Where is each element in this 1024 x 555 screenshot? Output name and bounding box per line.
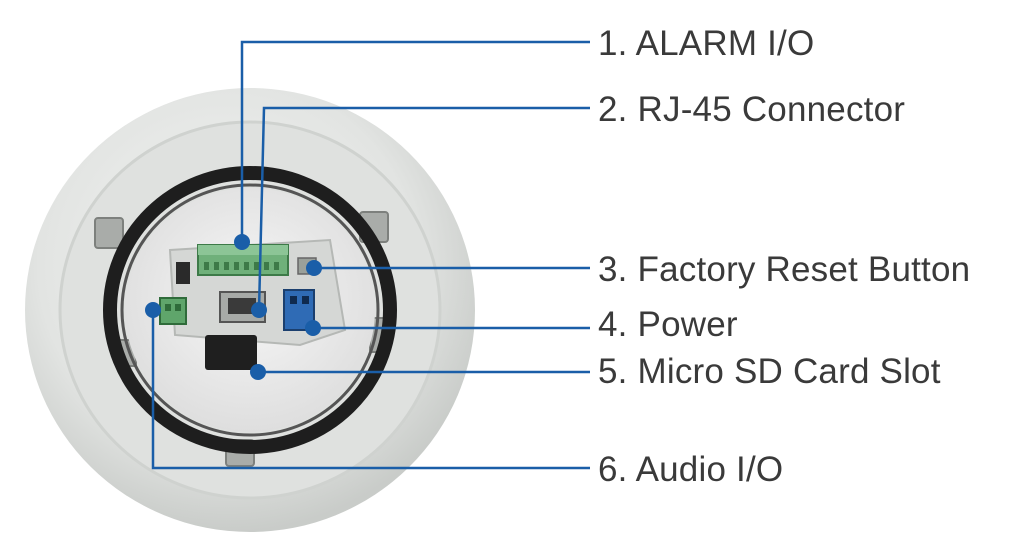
dot-power	[305, 320, 321, 336]
callout-text: Factory Reset Button	[637, 250, 971, 289]
dot-rj45	[251, 302, 267, 318]
callout-text: Micro SD Card Slot	[637, 352, 941, 391]
dot-sd	[250, 364, 266, 380]
callout-number: 1.	[598, 24, 628, 63]
callout-audio-io: 6. Audio I/O	[598, 450, 783, 490]
callout-rj45: 2. RJ-45 Connector	[598, 90, 905, 130]
leader-line-rj45	[257, 106, 590, 311]
leader-line-alarm	[240, 40, 590, 242]
dot-audio	[145, 302, 161, 318]
callout-number: 4.	[598, 305, 628, 344]
callout-text: ALARM I/O	[635, 24, 815, 63]
callout-micro-sd: 5. Micro SD Card Slot	[598, 352, 941, 392]
leader-dots	[145, 234, 322, 380]
dot-reset	[306, 260, 322, 276]
callout-number: 3.	[598, 250, 628, 289]
audio-terminal	[159, 297, 187, 325]
micro-sd-slot	[205, 335, 257, 370]
black-ring	[103, 166, 397, 454]
dot-alarm	[234, 234, 250, 250]
callout-number: 5.	[598, 352, 628, 391]
callout-text: Power	[637, 305, 738, 344]
callout-number: 6.	[598, 450, 628, 489]
callout-alarm-io: 1. ALARM I/O	[598, 24, 814, 64]
callout-number: 2.	[598, 90, 628, 129]
black-ring-inner-edge	[120, 183, 380, 437]
callout-power: 4. Power	[598, 305, 738, 345]
black-component	[176, 262, 190, 284]
callout-factory-reset: 3. Factory Reset Button	[598, 250, 970, 290]
leader-lines	[151, 40, 590, 470]
callout-text: Audio I/O	[635, 450, 784, 489]
callout-text: RJ-45 Connector	[637, 90, 906, 129]
leader-line-audio	[151, 310, 590, 470]
